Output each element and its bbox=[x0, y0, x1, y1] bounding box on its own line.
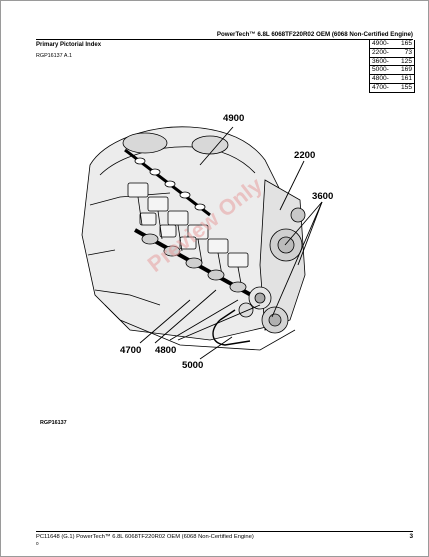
index-page: 161 bbox=[400, 75, 412, 83]
section-title: Primary Pictorial Index bbox=[36, 42, 102, 48]
callout-label: 2200 bbox=[294, 150, 315, 161]
index-row[interactable]: 3600- 125 bbox=[370, 58, 414, 67]
page-number: 3 bbox=[409, 533, 413, 540]
figure-code: RGP16137 bbox=[40, 420, 67, 426]
pistons bbox=[127, 182, 249, 290]
callout-label: 5000 bbox=[182, 360, 203, 371]
index-row[interactable]: 2200- 73 bbox=[370, 49, 414, 58]
index-row[interactable]: 4900- 165 bbox=[370, 40, 414, 49]
callout-label: 4800 bbox=[155, 345, 176, 356]
header-rule bbox=[36, 39, 413, 40]
index-page: 73 bbox=[404, 48, 412, 56]
footer-text: PC11648 (G.1) PowerTech™ 6.8L 6068TF220R… bbox=[36, 534, 254, 540]
engine-drawing bbox=[81, 126, 306, 351]
index-group: 5000- bbox=[372, 66, 389, 74]
index-group: 4700- bbox=[372, 83, 389, 91]
footer-subtext: 0 bbox=[36, 541, 39, 546]
callout-label: 3600 bbox=[312, 191, 333, 202]
index-page: 165 bbox=[400, 40, 412, 47]
index-row[interactable]: 4800- 161 bbox=[370, 75, 414, 84]
index-page: 169 bbox=[400, 66, 412, 74]
index-page: 155 bbox=[400, 83, 412, 91]
index-group: 3600- bbox=[372, 57, 389, 65]
footer-rule bbox=[36, 531, 413, 532]
index-page: 125 bbox=[400, 57, 412, 65]
index-row[interactable]: 4700- 155 bbox=[370, 84, 414, 92]
callout-label: 4700 bbox=[120, 345, 141, 356]
section-code: RGP16137 A.1 bbox=[36, 53, 72, 59]
index-row[interactable]: 5000- 169 bbox=[370, 66, 414, 76]
header-title: PowerTech™ 6.8L 6068TF220R02 OEM (6068 N… bbox=[216, 31, 413, 38]
index-table: 4900- 165 2200- 73 3600- 125 5000- 169 4… bbox=[369, 40, 415, 93]
callout-label: 4900 bbox=[223, 113, 244, 124]
camshaft bbox=[124, 148, 211, 217]
index-group: 2200- bbox=[372, 48, 389, 56]
index-group: 4800- bbox=[372, 75, 389, 83]
leader-lines bbox=[139, 126, 323, 360]
engine-exploded-illustration: Preview Only 4900 2200 3600 4700 4800 50… bbox=[81, 113, 333, 371]
crankshaft bbox=[134, 228, 261, 302]
index-group: 4900- bbox=[372, 40, 389, 47]
